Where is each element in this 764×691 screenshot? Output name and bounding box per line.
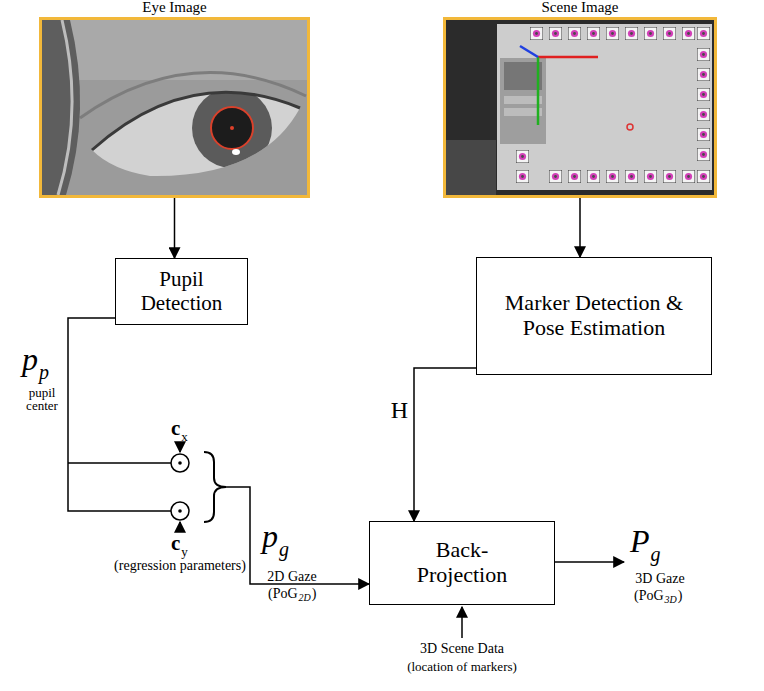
desk-object — [446, 140, 496, 195]
fiducial-marker — [644, 170, 657, 183]
annotation: 2D Gaze — [267, 570, 316, 584]
fiducial-marker — [697, 48, 710, 61]
annotation: (regression parameters) — [114, 559, 246, 573]
lens-edge — [42, 20, 80, 195]
fiducial-marker — [697, 128, 710, 141]
pupil-fit — [211, 107, 253, 149]
fiducial-marker — [697, 108, 710, 121]
subscript: g — [279, 539, 289, 559]
fiducial-marker — [663, 27, 676, 40]
fiducial-marker — [697, 27, 710, 40]
fiducial-marker — [606, 170, 619, 183]
fiducial-marker — [663, 170, 676, 183]
input-arrow — [461, 607, 463, 638]
pupil-center-dot — [230, 126, 234, 130]
parameter-arrow — [179, 522, 181, 531]
connector — [174, 198, 176, 258]
edge-label: H — [390, 398, 409, 422]
process-box: Marker Detection & Pose Estimation — [476, 257, 712, 375]
symbol: p — [262, 520, 278, 552]
annotation: (PoG — [268, 587, 298, 601]
window-row — [504, 108, 542, 116]
fiducial-marker — [549, 170, 562, 183]
iris-group — [192, 88, 272, 168]
brow-skin — [42, 20, 307, 80]
multiply-dot — [178, 509, 182, 513]
fiducial-marker — [516, 170, 529, 183]
annotation: 3D Gaze — [635, 572, 684, 586]
box-label: Back- Projection — [402, 538, 522, 587]
fiducial-marker — [568, 170, 581, 183]
box-label: Marker Detection & Pose Estimation — [499, 291, 689, 340]
subscript: g — [651, 544, 661, 564]
process-box: Back- Projection — [369, 521, 555, 605]
symbol: c — [171, 533, 180, 554]
fiducial-marker — [625, 170, 638, 183]
process-box: Pupil Detection — [115, 258, 248, 325]
annotation: ) — [312, 587, 317, 601]
fiducial-marker — [697, 148, 710, 161]
multiply-symbol — [171, 502, 189, 520]
scene-photo — [446, 20, 714, 195]
fiducial-marker — [644, 27, 657, 40]
fiducial-marker — [568, 27, 581, 40]
subscript: p — [39, 362, 49, 382]
fiducial-marker — [697, 170, 710, 183]
fiducial-marker — [697, 88, 710, 101]
glint — [232, 149, 240, 155]
symbol: p — [22, 343, 38, 375]
x-axis — [538, 56, 598, 59]
annotation: (location of markers) — [407, 660, 517, 673]
subscript: y — [181, 545, 188, 558]
fiducial-marker — [530, 27, 543, 40]
iris — [192, 88, 272, 168]
connector — [579, 198, 581, 257]
fiducial-marker — [697, 68, 710, 81]
symbol: P — [630, 525, 650, 557]
fiducial-marker — [587, 27, 600, 40]
box-label: Pupil Detection — [127, 268, 237, 315]
multiply-dot — [178, 461, 182, 465]
upper-lash-line — [92, 92, 300, 150]
image-frame: Scene Image — [443, 17, 717, 198]
fiducial-marker — [516, 150, 529, 163]
fiducial-marker — [606, 27, 619, 40]
fiducial-marker — [587, 170, 600, 183]
annotation: (PoG — [634, 589, 664, 603]
connector — [414, 368, 476, 521]
annotation: 3D Scene Data — [420, 642, 504, 656]
z-axis — [520, 46, 538, 57]
annotation: pupil center — [22, 386, 62, 412]
fiducial-marker — [549, 27, 562, 40]
fiducial-marker — [625, 27, 638, 40]
window-thumbnail — [504, 62, 542, 90]
symbol: c — [171, 418, 180, 439]
eye-photo — [42, 20, 307, 195]
connector — [68, 318, 369, 584]
subscript: 2D — [299, 593, 311, 603]
scene-background — [446, 20, 714, 195]
combine-bracket — [204, 452, 226, 522]
gaze-point — [627, 124, 633, 130]
fiducial-marker — [682, 170, 695, 183]
image-title: Scene Image — [446, 0, 714, 15]
lens-rim — [58, 20, 72, 195]
y-axis — [537, 57, 540, 125]
annotation: ) — [678, 589, 683, 603]
subscript: 3D — [665, 595, 677, 605]
skin — [42, 20, 307, 195]
monitor-screen — [497, 24, 712, 190]
image-title: Eye Image — [42, 0, 307, 15]
fiducial-marker — [682, 27, 695, 40]
multiply-symbol — [171, 454, 189, 472]
image-frame: Eye Image — [39, 17, 310, 198]
subscript: x — [181, 430, 188, 443]
parameter-arrow — [179, 443, 181, 452]
window-row — [504, 96, 542, 104]
output-arrow — [555, 561, 624, 563]
window-panel — [500, 58, 546, 144]
